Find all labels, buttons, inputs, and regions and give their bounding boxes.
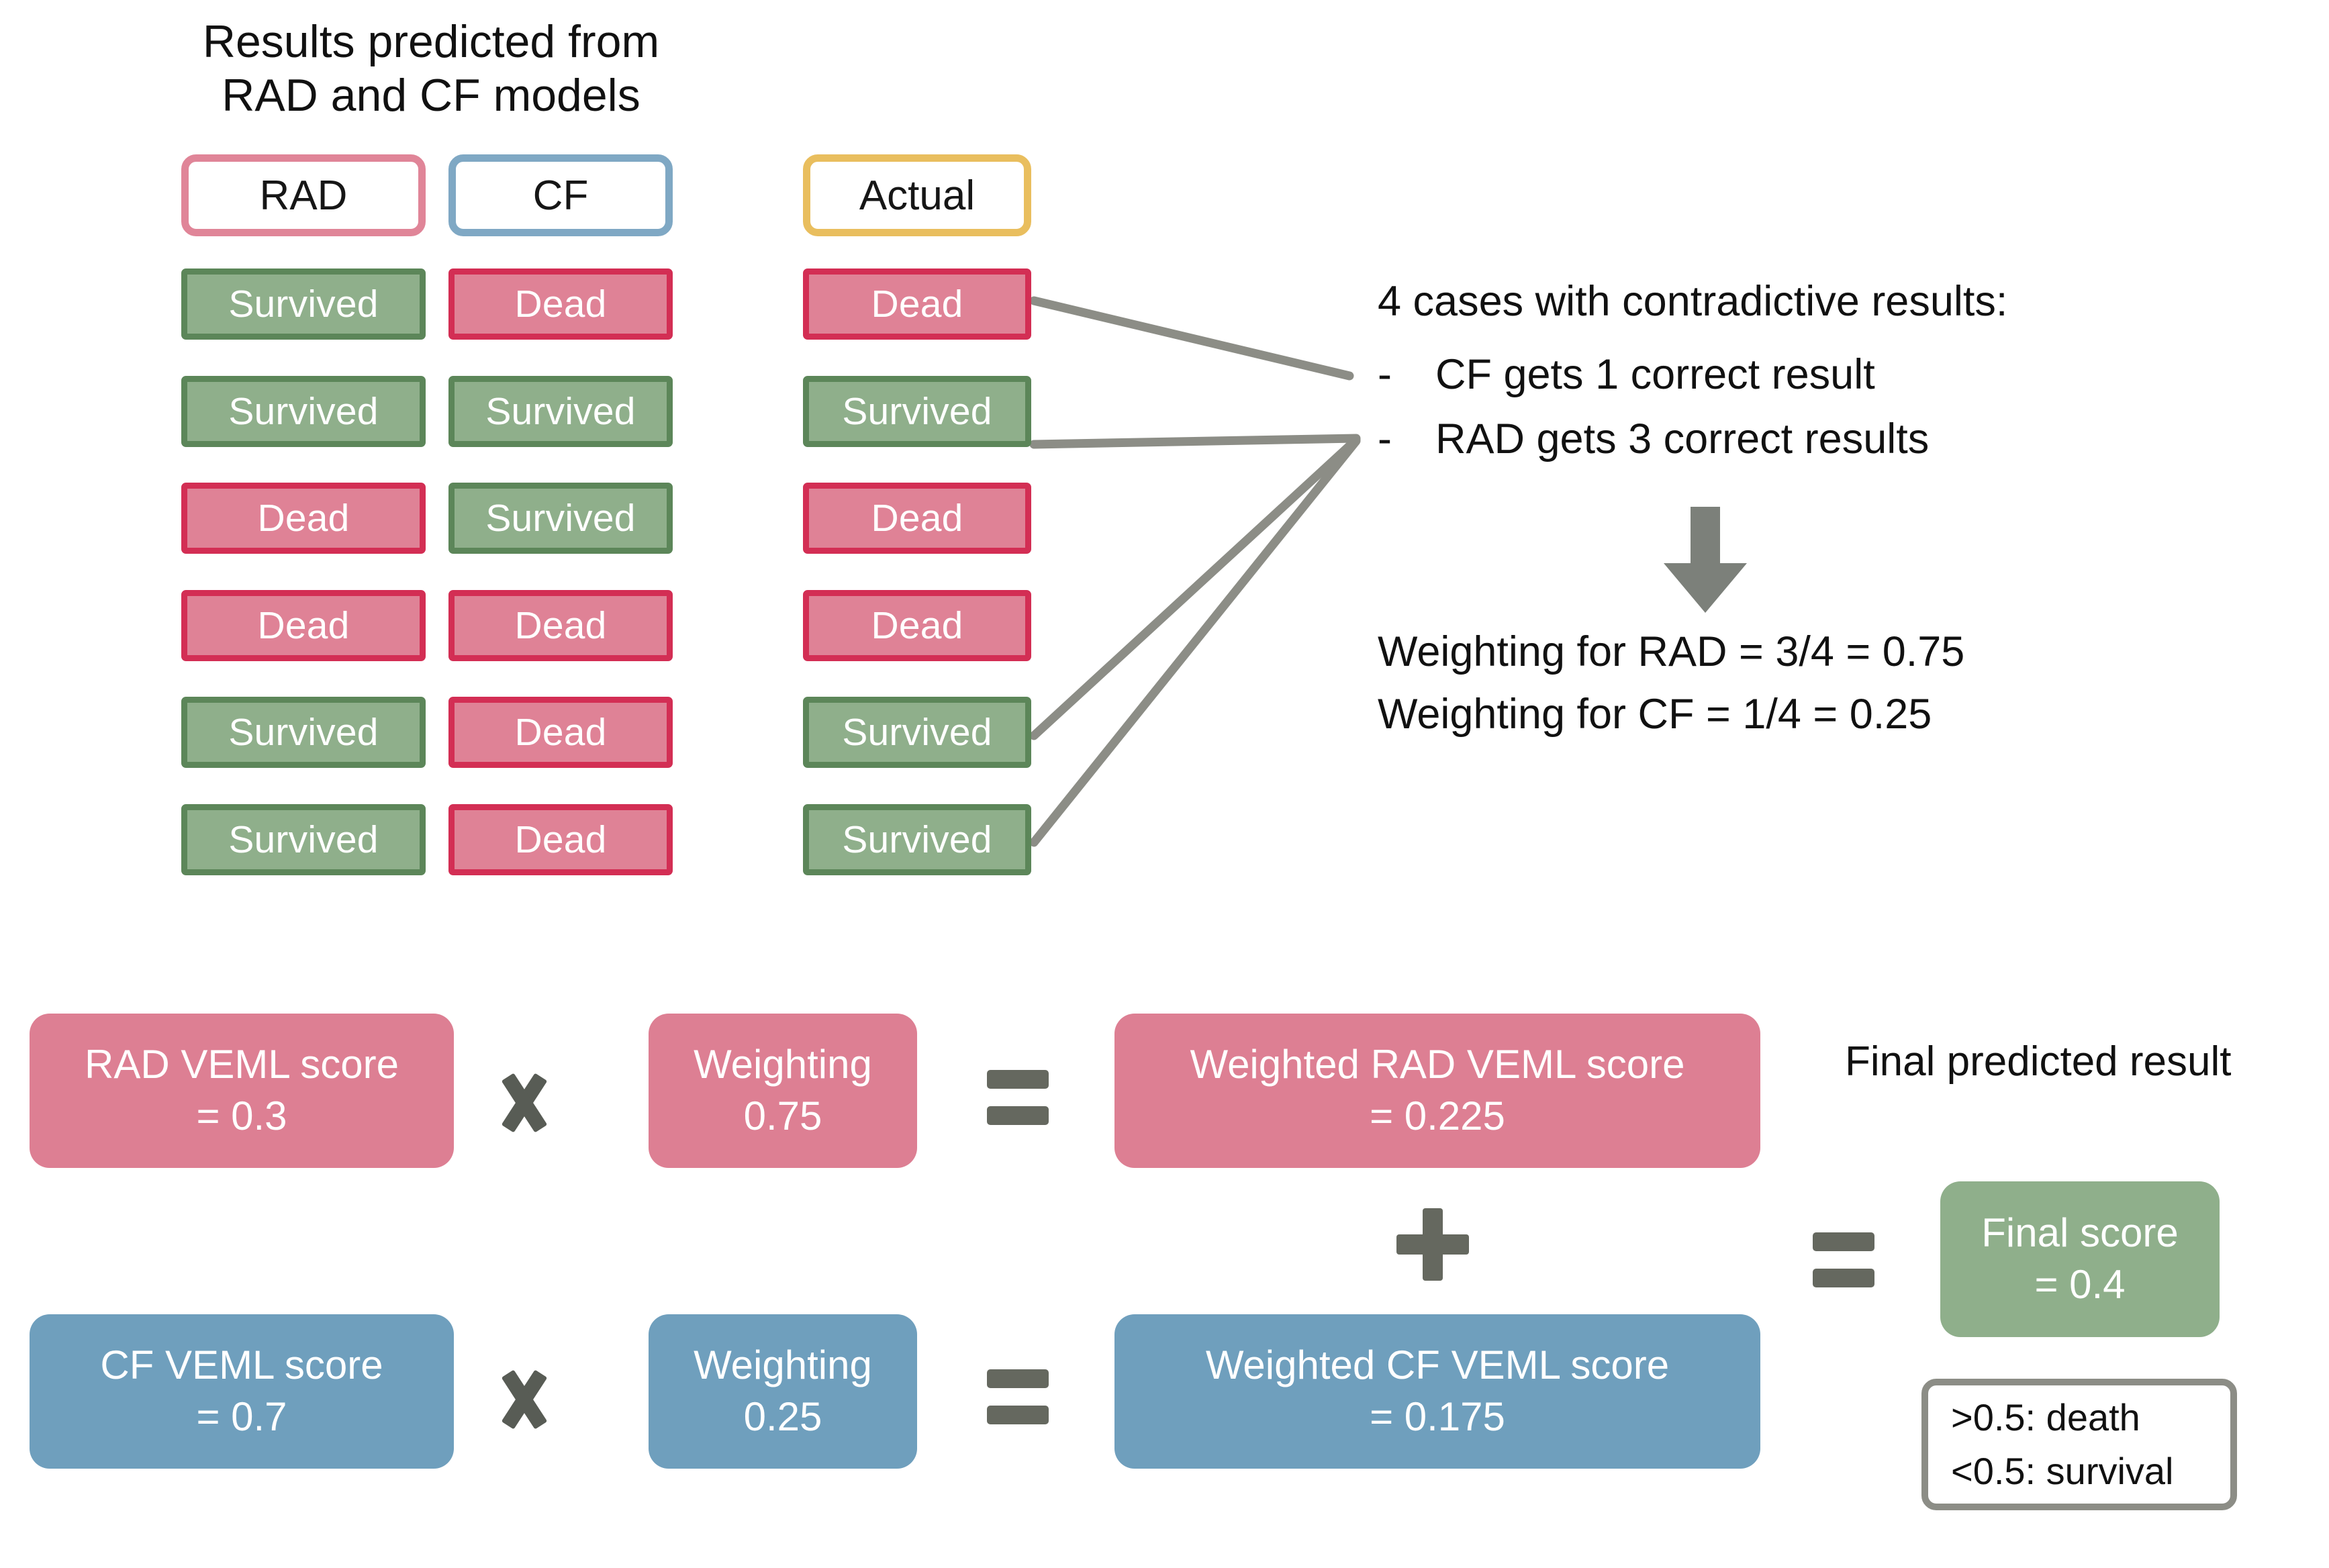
table-cell-actual-3[interactable]: Dead bbox=[803, 483, 1031, 554]
table-cell-cf-1[interactable]: Dead bbox=[448, 268, 673, 340]
cell-label: Dead bbox=[514, 283, 607, 326]
cf-veml-score-line1: CF VEML score bbox=[100, 1342, 383, 1388]
down-arrow-icon bbox=[1664, 507, 1747, 613]
cf-veml-score-line2: = 0.7 bbox=[196, 1394, 287, 1439]
weighted-cf-veml-score-box[interactable]: Weighted CF VEML score = 0.175 bbox=[1114, 1314, 1760, 1469]
cell-label: Dead bbox=[257, 497, 350, 540]
table-cell-actual-4[interactable]: Dead bbox=[803, 590, 1031, 661]
bullet-label-rad: RAD gets 3 correct results bbox=[1435, 415, 1930, 462]
page-title: Results predicted from RAD and CF models bbox=[176, 15, 686, 122]
cell-label: Survived bbox=[228, 283, 379, 326]
rad-weighting-box[interactable]: Weighting 0.75 bbox=[649, 1014, 917, 1168]
table-cell-actual-6[interactable]: Survived bbox=[803, 804, 1031, 875]
bullet-marker: - bbox=[1378, 415, 1392, 462]
rad-weighting-line2: 0.75 bbox=[743, 1093, 822, 1138]
cell-label: Dead bbox=[514, 711, 607, 754]
column-header-actual-label: Actual bbox=[859, 172, 976, 219]
cell-label: Dead bbox=[257, 604, 350, 647]
table-cell-rad-4[interactable]: Dead bbox=[181, 590, 426, 661]
table-cell-cf-4[interactable]: Dead bbox=[448, 590, 673, 661]
cell-label: Survived bbox=[842, 818, 992, 861]
weighting-rad-text: Weighting for RAD = 3/4 = 0.75 bbox=[1378, 628, 1965, 675]
table-cell-rad-3[interactable]: Dead bbox=[181, 483, 426, 554]
bullet-item-rad: - RAD gets 3 correct results bbox=[1378, 415, 1929, 463]
cell-label: Survived bbox=[485, 497, 636, 540]
cf-weighting-line2: 0.25 bbox=[743, 1394, 822, 1439]
cf-weighting-line1: Weighting bbox=[694, 1342, 872, 1388]
contradictive-cases-heading: 4 cases with contradictive results: bbox=[1378, 278, 2008, 325]
final-score-line1: Final score bbox=[1981, 1210, 2179, 1256]
rad-weighting-line1: Weighting bbox=[694, 1042, 872, 1087]
weighting-cf-text: Weighting for CF = 1/4 = 0.25 bbox=[1378, 691, 1932, 738]
equals-icon-rad bbox=[987, 1070, 1049, 1125]
weighted-rad-score-line1: Weighted RAD VEML score bbox=[1190, 1042, 1685, 1087]
table-cell-rad-5[interactable]: Survived bbox=[181, 697, 426, 768]
equals-icon-cf bbox=[987, 1369, 1049, 1424]
bullet-item-cf: - CF gets 1 correct result bbox=[1378, 350, 1875, 399]
threshold-death-label: >0.5: death bbox=[1951, 1396, 2140, 1439]
bullet-marker: - bbox=[1378, 351, 1392, 398]
table-cell-rad-2[interactable]: Survived bbox=[181, 376, 426, 447]
page-title-line-2: RAD and CF models bbox=[222, 70, 640, 121]
cell-label: Dead bbox=[871, 283, 963, 326]
cell-label: Survived bbox=[842, 711, 992, 754]
final-score-box[interactable]: Final score = 0.4 bbox=[1940, 1181, 2220, 1337]
weighted-cf-score-line2: = 0.175 bbox=[1370, 1394, 1505, 1439]
table-cell-cf-3[interactable]: Survived bbox=[448, 483, 673, 554]
cf-veml-score-box[interactable]: CF VEML score = 0.7 bbox=[30, 1314, 454, 1469]
weighted-rad-score-line2: = 0.225 bbox=[1370, 1093, 1505, 1138]
final-score-line2: = 0.4 bbox=[2034, 1262, 2126, 1307]
final-predicted-result-caption: Final predicted result bbox=[1845, 1038, 2232, 1085]
cell-label: Dead bbox=[871, 497, 963, 540]
cell-label: Dead bbox=[871, 604, 963, 647]
rad-veml-score-line1: RAD VEML score bbox=[85, 1042, 399, 1087]
table-cell-rad-1[interactable]: Survived bbox=[181, 268, 426, 340]
column-header-cf-label: CF bbox=[532, 172, 589, 219]
weighted-rad-veml-score-box[interactable]: Weighted RAD VEML score = 0.225 bbox=[1114, 1014, 1760, 1168]
table-cell-actual-1[interactable]: Dead bbox=[803, 268, 1031, 340]
plus-icon bbox=[1396, 1208, 1469, 1281]
table-cell-rad-6[interactable]: Survived bbox=[181, 804, 426, 875]
cf-weighting-box[interactable]: Weighting 0.25 bbox=[649, 1314, 917, 1469]
cell-label: Dead bbox=[514, 818, 607, 861]
column-header-cf[interactable]: CF bbox=[448, 154, 673, 236]
multiply-icon-cf bbox=[487, 1363, 561, 1436]
bullet-label-cf: CF gets 1 correct result bbox=[1435, 351, 1875, 398]
column-header-rad-label: RAD bbox=[259, 172, 348, 219]
threshold-survival-label: <0.5: survival bbox=[1951, 1450, 2174, 1492]
column-header-rad[interactable]: RAD bbox=[181, 154, 426, 236]
cell-label: Survived bbox=[228, 818, 379, 861]
table-cell-cf-5[interactable]: Dead bbox=[448, 697, 673, 768]
cell-label: Survived bbox=[485, 390, 636, 433]
rad-veml-score-line2: = 0.3 bbox=[196, 1093, 287, 1138]
cell-label: Survived bbox=[842, 390, 992, 433]
column-header-actual[interactable]: Actual bbox=[803, 154, 1031, 236]
weighted-cf-score-line1: Weighted CF VEML score bbox=[1205, 1342, 1670, 1388]
page-title-line-1: Results predicted from bbox=[202, 16, 660, 67]
cell-label: Survived bbox=[228, 711, 379, 754]
table-cell-actual-5[interactable]: Survived bbox=[803, 697, 1031, 768]
table-cell-cf-2[interactable]: Survived bbox=[448, 376, 673, 447]
table-cell-cf-6[interactable]: Dead bbox=[448, 804, 673, 875]
equals-icon-final bbox=[1813, 1232, 1874, 1287]
threshold-legend-box: >0.5: death <0.5: survival bbox=[1921, 1379, 2237, 1510]
multiply-icon-rad bbox=[487, 1066, 561, 1140]
cell-label: Dead bbox=[514, 604, 607, 647]
rad-veml-score-box[interactable]: RAD VEML score = 0.3 bbox=[30, 1014, 454, 1168]
table-cell-actual-2[interactable]: Survived bbox=[803, 376, 1031, 447]
cell-label: Survived bbox=[228, 390, 379, 433]
